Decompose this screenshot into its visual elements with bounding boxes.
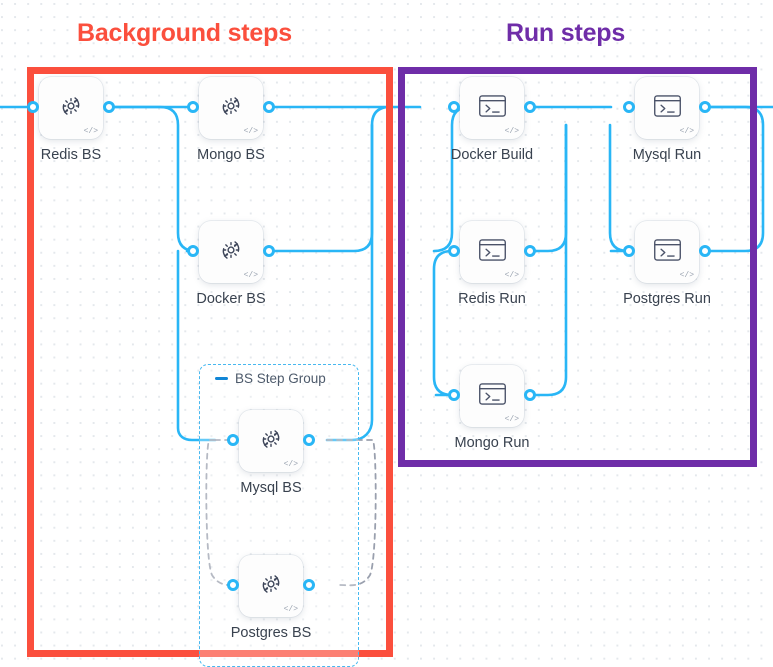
left-port-docker-build[interactable] xyxy=(448,101,460,113)
node-card-postgres-run[interactable]: </> xyxy=(635,221,699,283)
node-label-mysql-run: Mysql Run xyxy=(632,147,702,163)
gear-sync-icon xyxy=(222,241,240,259)
connection-edge[interactable] xyxy=(176,249,217,442)
right-port-redis-run[interactable] xyxy=(524,245,536,257)
heading-run-steps: Run steps xyxy=(506,19,626,47)
left-port-mongo-run[interactable] xyxy=(448,389,460,401)
right-port-docker-bs[interactable] xyxy=(263,245,275,257)
code-badge-icon[interactable]: </> xyxy=(283,605,298,614)
terminal-icon xyxy=(478,239,506,261)
terminal-icon xyxy=(478,383,506,405)
gear-sync-icon xyxy=(62,97,80,115)
code-badge-icon[interactable]: </> xyxy=(679,271,694,280)
node-label-postgres-run: Postgres Run xyxy=(623,291,711,307)
node-label-mysql-bs: Mysql BS xyxy=(240,480,302,496)
right-port-mysql-bs[interactable] xyxy=(303,434,315,446)
node-card-redis-run[interactable]: </> xyxy=(460,221,524,283)
code-badge-icon[interactable]: </> xyxy=(504,127,519,136)
right-port-postgres-run[interactable] xyxy=(699,245,711,257)
node-card-docker-build[interactable]: </> xyxy=(460,77,524,139)
node-label-postgres-bs: Postgres BS xyxy=(230,625,312,641)
right-port-docker-build[interactable] xyxy=(524,101,536,113)
node-label-mongo-bs: Mongo BS xyxy=(197,147,265,163)
heading-background-steps: Background steps xyxy=(77,19,292,47)
group-box-run-steps[interactable] xyxy=(398,67,757,467)
node-card-mongo-bs[interactable]: </> xyxy=(199,77,263,139)
terminal-icon xyxy=(653,95,681,117)
left-port-postgres-run[interactable] xyxy=(623,245,635,257)
bs-step-group-label: BS Step Group xyxy=(235,371,326,386)
left-port-redis-bs[interactable] xyxy=(27,101,39,113)
node-label-redis-bs: Redis BS xyxy=(40,147,102,163)
code-badge-icon[interactable]: </> xyxy=(504,415,519,424)
code-badge-icon[interactable]: </> xyxy=(83,127,98,136)
gear-sync-icon xyxy=(262,575,280,593)
left-port-postgres-bs[interactable] xyxy=(227,579,239,591)
node-label-redis-run: Redis Run xyxy=(458,291,526,307)
node-label-docker-build: Docker Build xyxy=(450,147,534,163)
left-port-docker-bs[interactable] xyxy=(187,245,199,257)
code-badge-icon[interactable]: </> xyxy=(504,271,519,280)
node-card-mongo-run[interactable]: </> xyxy=(460,365,524,427)
left-port-mongo-bs[interactable] xyxy=(187,101,199,113)
gear-sync-icon xyxy=(222,97,240,115)
connection-edge[interactable] xyxy=(534,123,568,397)
node-label-mongo-run: Mongo Run xyxy=(454,435,530,451)
code-badge-icon[interactable]: </> xyxy=(243,127,258,136)
node-card-redis-bs[interactable]: </> xyxy=(39,77,103,139)
group-box-background-steps[interactable] xyxy=(27,67,393,657)
left-port-mysql-bs[interactable] xyxy=(227,434,239,446)
left-port-redis-run[interactable] xyxy=(448,245,460,257)
terminal-icon xyxy=(653,239,681,261)
node-card-docker-bs[interactable]: </> xyxy=(199,221,263,283)
right-port-mongo-run[interactable] xyxy=(524,389,536,401)
connection-edge-dashed[interactable] xyxy=(338,439,377,587)
right-port-mongo-bs[interactable] xyxy=(263,101,275,113)
right-port-postgres-bs[interactable] xyxy=(303,579,315,591)
node-card-postgres-bs[interactable]: </> xyxy=(239,555,303,617)
gear-sync-icon xyxy=(262,430,280,448)
code-badge-icon[interactable]: </> xyxy=(679,127,694,136)
connection-edge[interactable] xyxy=(432,249,538,397)
terminal-icon xyxy=(478,95,506,117)
code-badge-icon[interactable]: </> xyxy=(243,271,258,280)
left-port-mysql-run[interactable] xyxy=(623,101,635,113)
code-badge-icon[interactable]: </> xyxy=(283,460,298,469)
collapse-handle-icon[interactable] xyxy=(215,377,228,380)
right-port-mysql-run[interactable] xyxy=(699,101,711,113)
node-label-docker-bs: Docker BS xyxy=(196,291,266,307)
bs-step-group-header[interactable]: BS Step Group xyxy=(215,371,326,386)
right-port-redis-bs[interactable] xyxy=(103,101,115,113)
node-card-mysql-bs[interactable]: </> xyxy=(239,410,303,472)
node-card-mysql-run[interactable]: </> xyxy=(635,77,699,139)
